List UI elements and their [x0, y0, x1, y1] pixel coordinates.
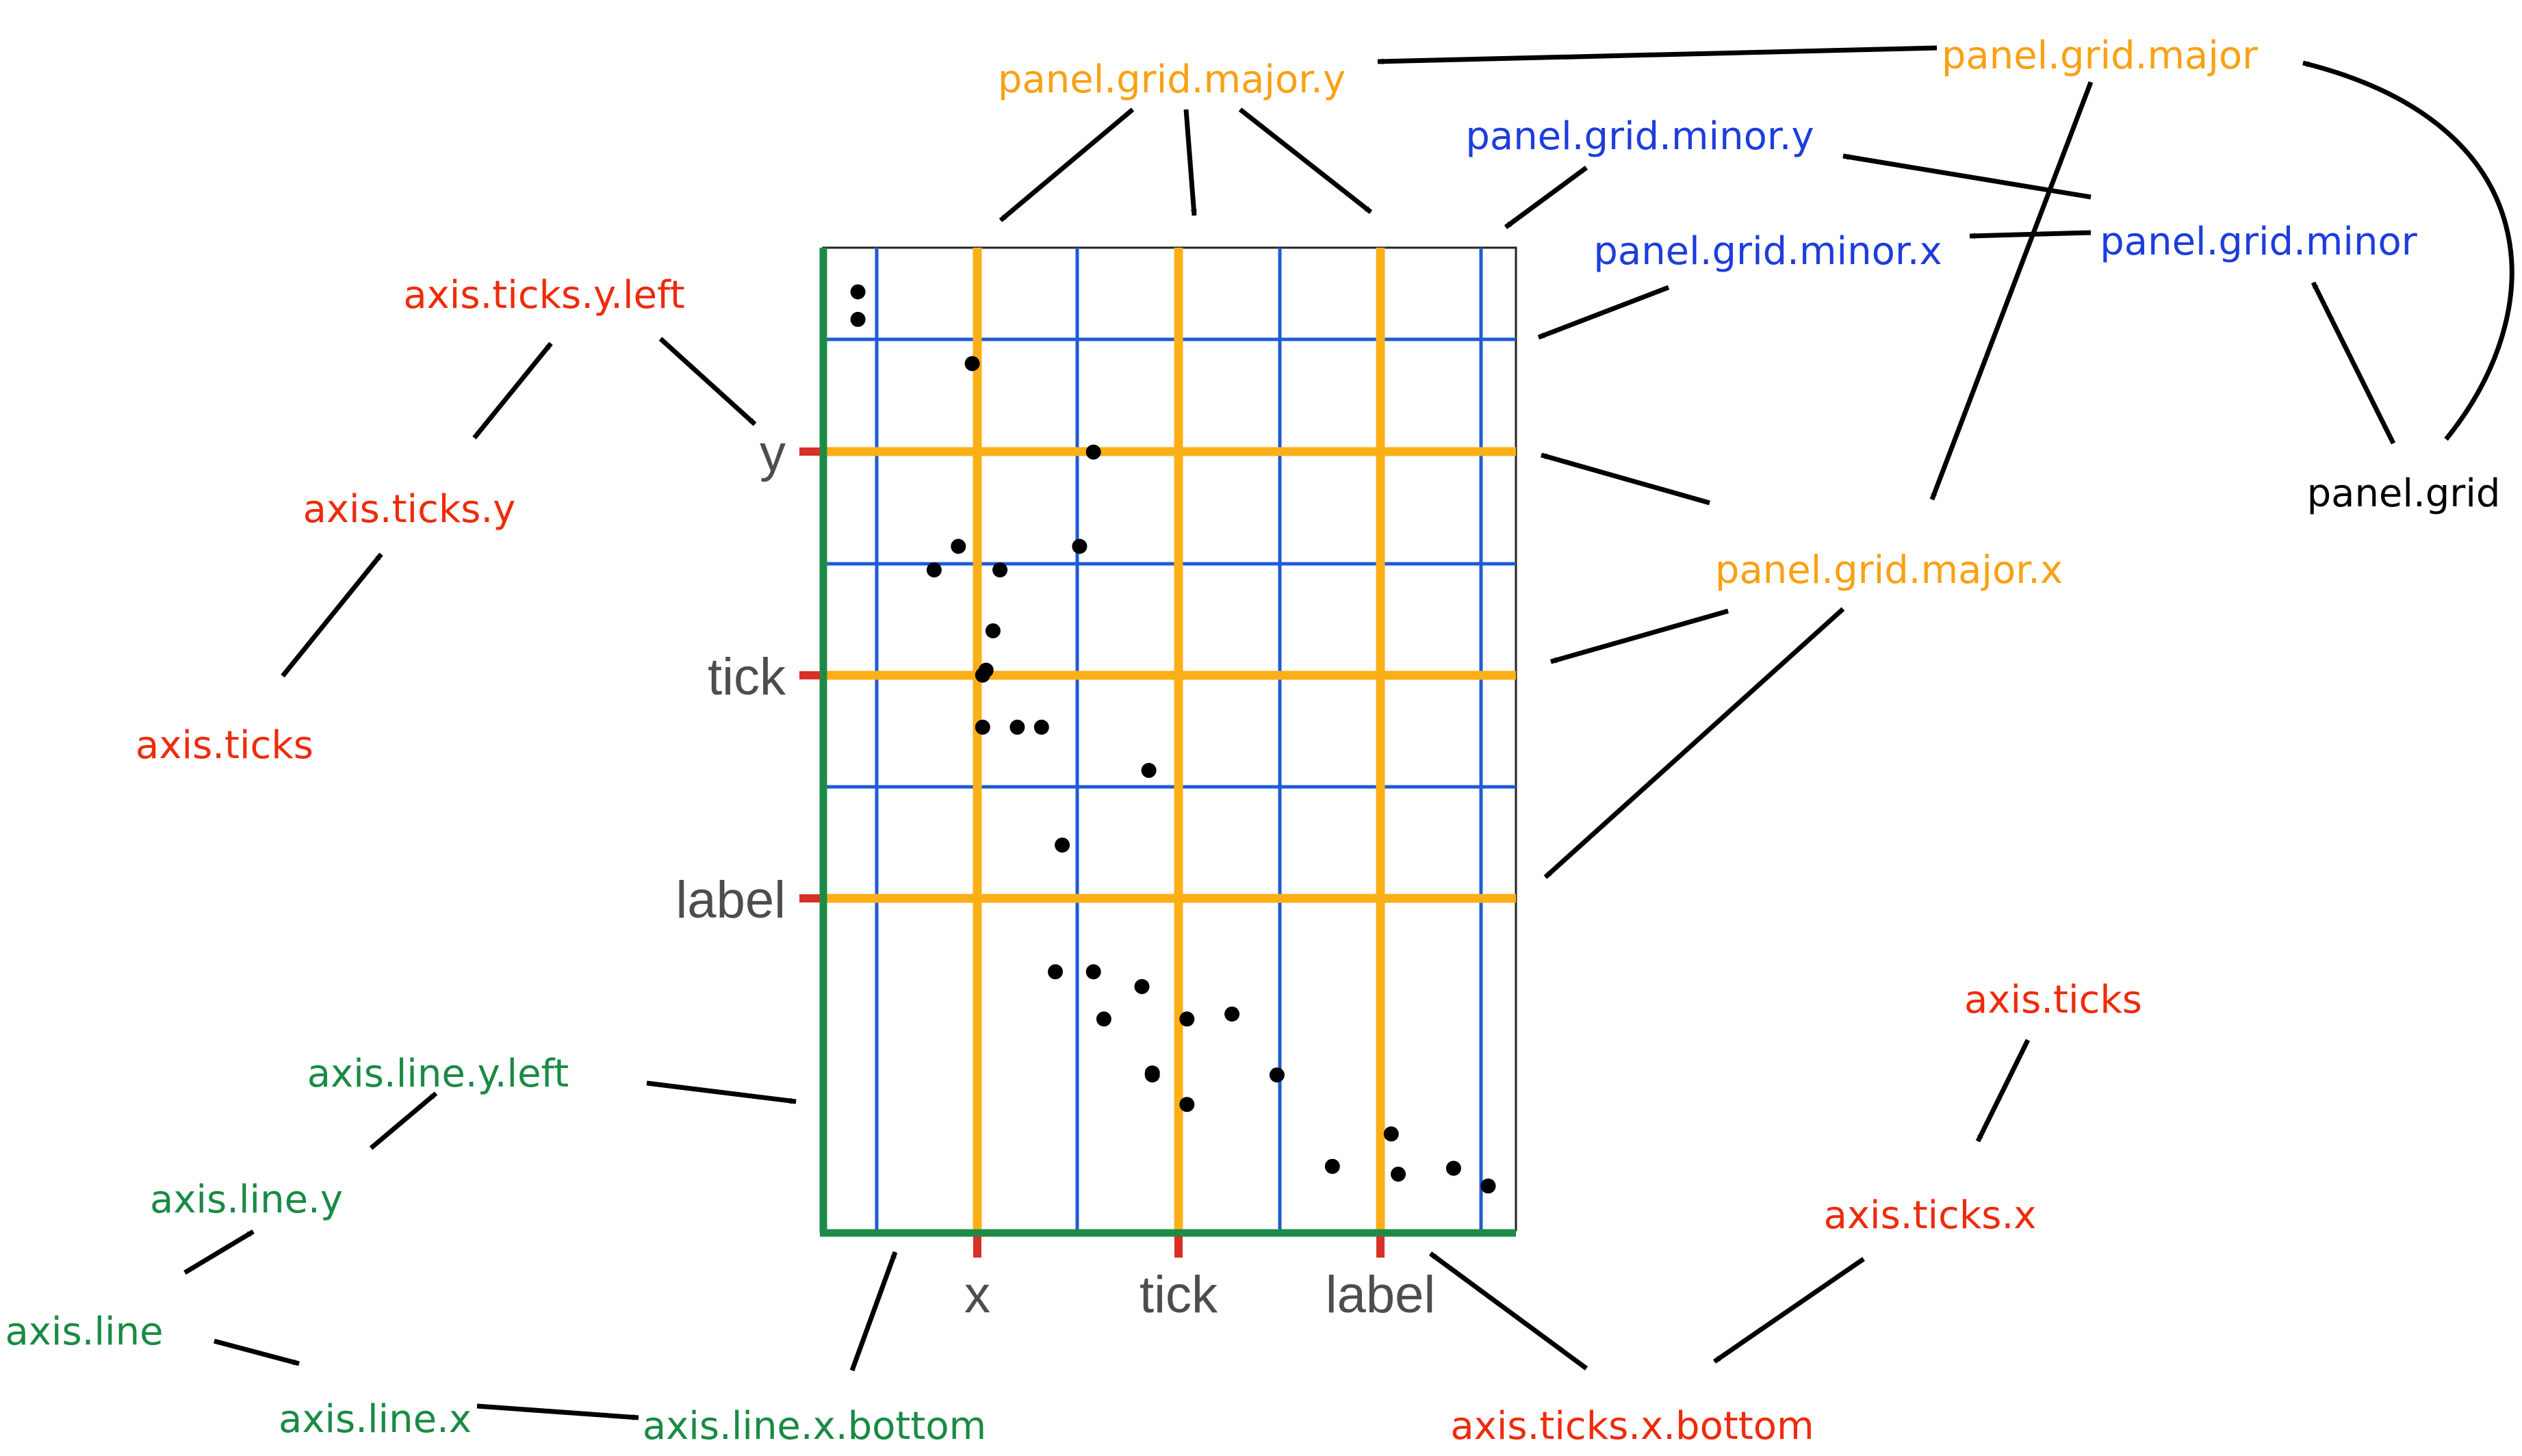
- label-axis-ticks-y: axis.ticks.y: [303, 487, 516, 532]
- arrow: [1543, 607, 1845, 879]
- arrow: [646, 1080, 797, 1104]
- label-axis-ticks-left: axis.ticks: [136, 723, 313, 768]
- data-point: [951, 538, 966, 554]
- data-point: [1391, 1167, 1406, 1182]
- x-tick-label: tick: [1140, 1266, 1218, 1324]
- arrow: [999, 107, 1135, 222]
- data-point: [1480, 1178, 1496, 1194]
- arrow: [1929, 81, 2094, 501]
- arrow: [1428, 1251, 1588, 1370]
- label-axis-line-x: axis.line.x: [279, 1397, 472, 1442]
- arrow: [1377, 45, 1938, 65]
- arrow: [2302, 60, 2514, 441]
- label-panel-grid-major: panel.grid.major: [1942, 34, 2259, 78]
- arrow: [183, 1229, 255, 1275]
- data-point: [992, 562, 1008, 577]
- data-point: [850, 311, 866, 327]
- arrow: [2311, 281, 2396, 445]
- arrow: [658, 337, 757, 426]
- data-point: [1055, 837, 1070, 853]
- arrow: [476, 1403, 639, 1420]
- arrow: [849, 1251, 898, 1372]
- data-point: [850, 284, 866, 300]
- data-point: [975, 719, 990, 735]
- panel-grid-minor: [823, 248, 1516, 1230]
- label-panel-grid-minor-x: panel.grid.minor.x: [1593, 229, 1942, 274]
- data-point: [1445, 1160, 1461, 1176]
- label-axis-ticks-x-bottom: axis.ticks.x.bottom: [1450, 1404, 1814, 1448]
- y-tick-label: y: [760, 424, 786, 482]
- data-point: [1009, 719, 1025, 735]
- label-axis-ticks-x: axis.ticks.x: [1824, 1193, 2037, 1238]
- label-panel-grid-major-y: panel.grid.major.y: [998, 57, 1346, 102]
- label-panel-grid: panel.grid: [2307, 471, 2501, 516]
- arrow: [1183, 109, 1197, 216]
- label-panel-grid-major-x: panel.grid.major.x: [1715, 548, 2063, 593]
- arrow: [281, 552, 383, 678]
- arrow: [369, 1091, 438, 1150]
- data-point: [985, 623, 1001, 638]
- arrow: [1537, 285, 1670, 340]
- arrow: [1713, 1257, 1865, 1364]
- panel-grid-major: [823, 248, 1516, 1230]
- x-tick-label: label: [1326, 1266, 1436, 1324]
- label-axis-ticks-y-left: axis.ticks.y.left: [403, 273, 684, 317]
- data-point: [1324, 1158, 1340, 1174]
- data-point: [1048, 964, 1063, 980]
- theme-element-labels: panel.grid.major.y panel.grid.major pane…: [5, 34, 2500, 1448]
- data-point: [1224, 1006, 1240, 1022]
- data-point: [1096, 1011, 1111, 1027]
- data-point: [1179, 1011, 1195, 1027]
- arrow: [1969, 230, 2092, 239]
- arrow: [1975, 1039, 2031, 1143]
- arrow: [214, 1338, 300, 1366]
- data-point: [1141, 763, 1157, 778]
- data-point: [1085, 964, 1101, 980]
- label-axis-line: axis.line: [5, 1310, 163, 1354]
- scatter-points: [850, 284, 1496, 1194]
- arrow: [472, 341, 553, 440]
- arrow: [1238, 107, 1373, 214]
- arrow: [1842, 153, 2092, 200]
- data-point: [1033, 719, 1049, 735]
- data-point: [1072, 538, 1088, 554]
- data-point: [1144, 1067, 1160, 1083]
- label-panel-grid-minor: panel.grid.minor: [2100, 220, 2418, 264]
- x-tick-label: x: [964, 1266, 990, 1324]
- data-point: [1383, 1126, 1399, 1142]
- arrow: [1541, 452, 1710, 506]
- arrow: [1504, 166, 1588, 229]
- label-axis-line-y: axis.line.y: [150, 1178, 343, 1222]
- data-point: [1085, 444, 1101, 460]
- axis-ticks: [799, 447, 1385, 1258]
- data-point: [1134, 978, 1150, 994]
- data-point: [1179, 1097, 1195, 1113]
- data-point: [1269, 1067, 1285, 1083]
- label-axis-line-y-left: axis.line.y.left: [307, 1052, 569, 1096]
- arrow: [1550, 608, 1729, 664]
- connector-arrows: [183, 45, 2514, 1420]
- label-panel-grid-minor-y: panel.grid.minor.y: [1465, 114, 1814, 159]
- label-axis-ticks-right: axis.ticks: [1964, 978, 2142, 1022]
- data-point: [975, 667, 990, 683]
- data-point: [926, 562, 942, 577]
- y-tick-label: label: [675, 871, 786, 929]
- y-tick-label: tick: [708, 648, 786, 706]
- plot-panel: y tick label x tick label: [675, 246, 1517, 1324]
- panel-background: [822, 246, 1517, 1232]
- data-point: [964, 356, 980, 372]
- label-axis-line-x-bottom: axis.line.x.bottom: [643, 1404, 986, 1448]
